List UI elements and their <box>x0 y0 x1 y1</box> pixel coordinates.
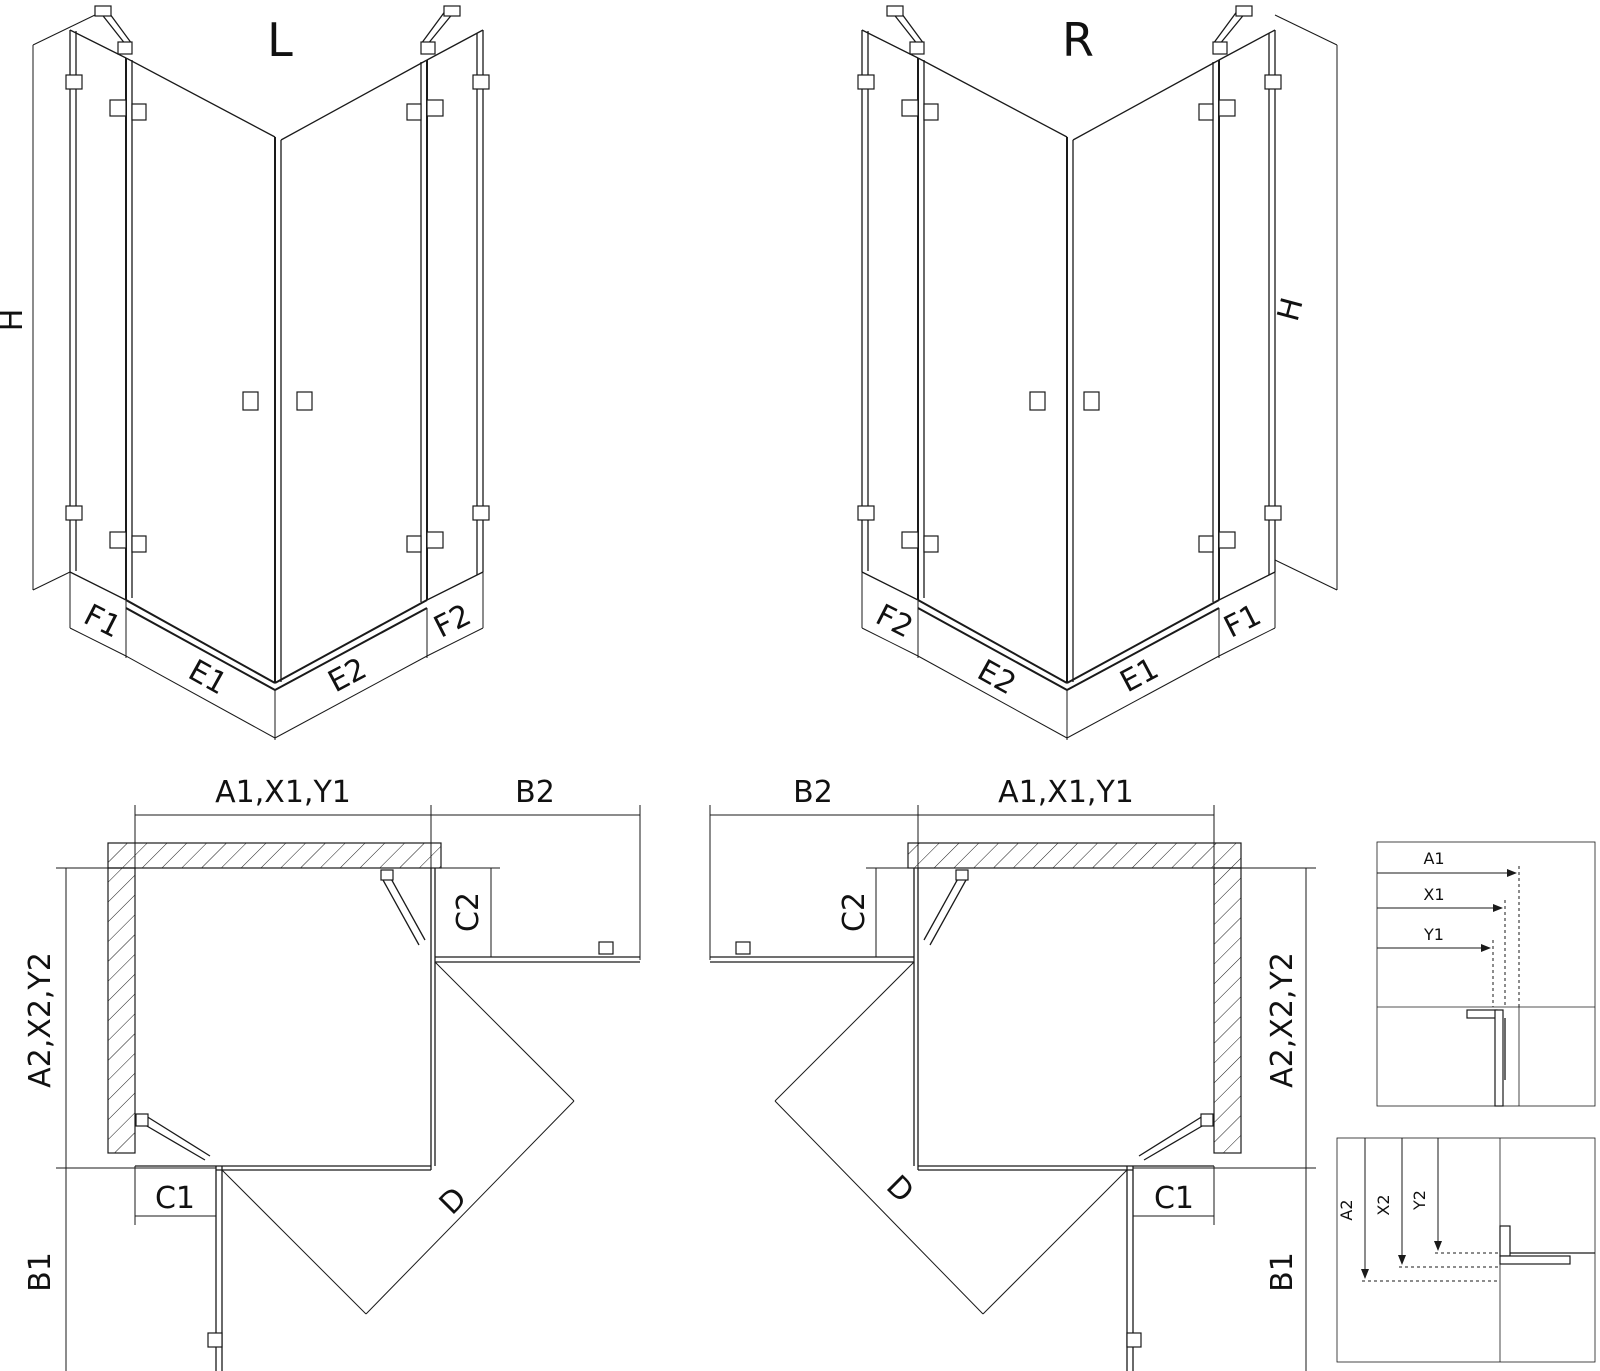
hinge-icon <box>901 531 919 549</box>
dim-label-d-right: D <box>879 1169 920 1210</box>
dim-label-d-left: D <box>433 1181 474 1222</box>
wall-bracket-icon <box>94 5 112 17</box>
hinge-icon <box>65 74 83 90</box>
hinge-icon <box>426 531 444 549</box>
profile-icon <box>1494 1009 1504 1107</box>
hinge-icon <box>406 103 422 121</box>
handle-icon <box>735 941 751 955</box>
dim-label-c1-left: C1 <box>155 1181 195 1216</box>
hinge-icon <box>131 103 147 121</box>
hinge-icon <box>857 74 875 90</box>
handle-icon <box>598 941 614 955</box>
hinge-icon <box>923 103 939 121</box>
wall-bracket-icon <box>443 5 461 17</box>
hinge-icon <box>857 505 875 521</box>
wall-bracket-icon <box>886 5 904 17</box>
dim-label-a2x2y2-left: A2,X2,Y2 <box>23 952 58 1088</box>
dim-label-h-left: H <box>0 309 30 332</box>
bracket-icon <box>380 869 394 881</box>
dim-label-a1x1y1-left: A1,X1,Y1 <box>215 775 351 810</box>
hinge-icon <box>131 535 147 553</box>
door-handle-icon <box>296 391 313 411</box>
hinge-icon <box>923 535 939 553</box>
wall-hatch <box>107 867 136 1154</box>
wall-bracket-icon <box>909 41 925 55</box>
detail-label-x1: X1 <box>1423 885 1444 904</box>
bracket-icon <box>1200 1113 1214 1127</box>
hinge-icon <box>1198 535 1214 553</box>
iso-view-left: L H <box>0 5 490 740</box>
dim-label-c2-right: C2 <box>837 892 872 932</box>
plan-view-left: A1,X1,Y1 B2 A2,X2,Y2 B1 <box>23 775 641 1371</box>
dim-label-e2-left: E2 <box>323 651 373 700</box>
dim-label-c2-left: C2 <box>451 892 486 932</box>
profile-icon <box>1499 1255 1571 1265</box>
detail-label-a2: A2 <box>1337 1199 1356 1220</box>
dim-label-b2-left: B2 <box>515 775 555 810</box>
hinge-icon <box>1264 74 1282 90</box>
wall-bracket-icon <box>1212 41 1228 55</box>
handle-icon <box>207 1332 223 1348</box>
wall-bracket-icon <box>117 41 133 55</box>
wall-hatch <box>1213 867 1242 1154</box>
profile-icon <box>1499 1225 1511 1257</box>
hinge-icon <box>1264 505 1282 521</box>
wall-hatch <box>907 842 1242 869</box>
dim-label-b2-right: B2 <box>793 775 833 810</box>
hinge-icon <box>406 535 422 553</box>
wall-hatch <box>107 842 442 869</box>
hinge-icon <box>1218 99 1236 117</box>
door-handle-icon <box>1083 391 1100 411</box>
hinge-icon <box>472 505 490 521</box>
hinge-icon <box>109 531 127 549</box>
dim-label-b1-left: B1 <box>23 1252 58 1292</box>
detail-a1-x1-y1: A1 X1 Y1 <box>1376 841 1596 1107</box>
hinge-icon <box>109 99 127 117</box>
handle-icon <box>1126 1332 1142 1348</box>
bracket-icon <box>135 1113 149 1127</box>
hinge-icon <box>1198 103 1214 121</box>
hinge-icon <box>1218 531 1236 549</box>
dim-label-f2-right: F2 <box>870 598 918 646</box>
dim-label-b1-right: B1 <box>1265 1252 1300 1292</box>
detail-label-y1: Y1 <box>1423 925 1444 944</box>
dim-label-a2x2y2-right: A2,X2,Y2 <box>1265 952 1300 1088</box>
dim-label-h-right: H <box>1271 294 1311 325</box>
dim-label-a1x1y1-right: A1,X1,Y1 <box>998 775 1134 810</box>
dim-label-e1-right: E1 <box>1115 651 1165 700</box>
dim-label-f1-right: F1 <box>1219 598 1267 646</box>
iso-view-right: R <box>857 5 1338 740</box>
wall-bracket-icon <box>1235 5 1253 17</box>
dim-label-e1-left: E1 <box>182 653 232 702</box>
door-handle-icon <box>1029 391 1046 411</box>
profile-icon <box>1466 1009 1498 1019</box>
hinge-icon <box>901 99 919 117</box>
hinge-icon <box>472 74 490 90</box>
variant-label-l: L <box>267 13 293 67</box>
detail-a2-x2-y2: A2 X2 Y2 <box>1336 1137 1596 1363</box>
detail-label-x2: X2 <box>1374 1194 1393 1215</box>
variant-label-r: R <box>1062 13 1094 67</box>
plan-view-right: A1,X1,Y1 B2 A2,X2,Y2 B1 C1 <box>709 775 1316 1371</box>
hinge-icon <box>65 505 83 521</box>
detail-label-y2: Y2 <box>1410 1190 1429 1211</box>
bracket-icon <box>955 869 969 881</box>
dim-label-f1-left: F1 <box>78 598 126 646</box>
hinge-icon <box>426 99 444 117</box>
dim-label-f2-left: F2 <box>429 598 477 646</box>
dim-label-c1-right: C1 <box>1154 1181 1194 1216</box>
wall-bracket-icon <box>420 41 436 55</box>
door-handle-icon <box>242 391 259 411</box>
detail-label-a1: A1 <box>1423 849 1444 868</box>
